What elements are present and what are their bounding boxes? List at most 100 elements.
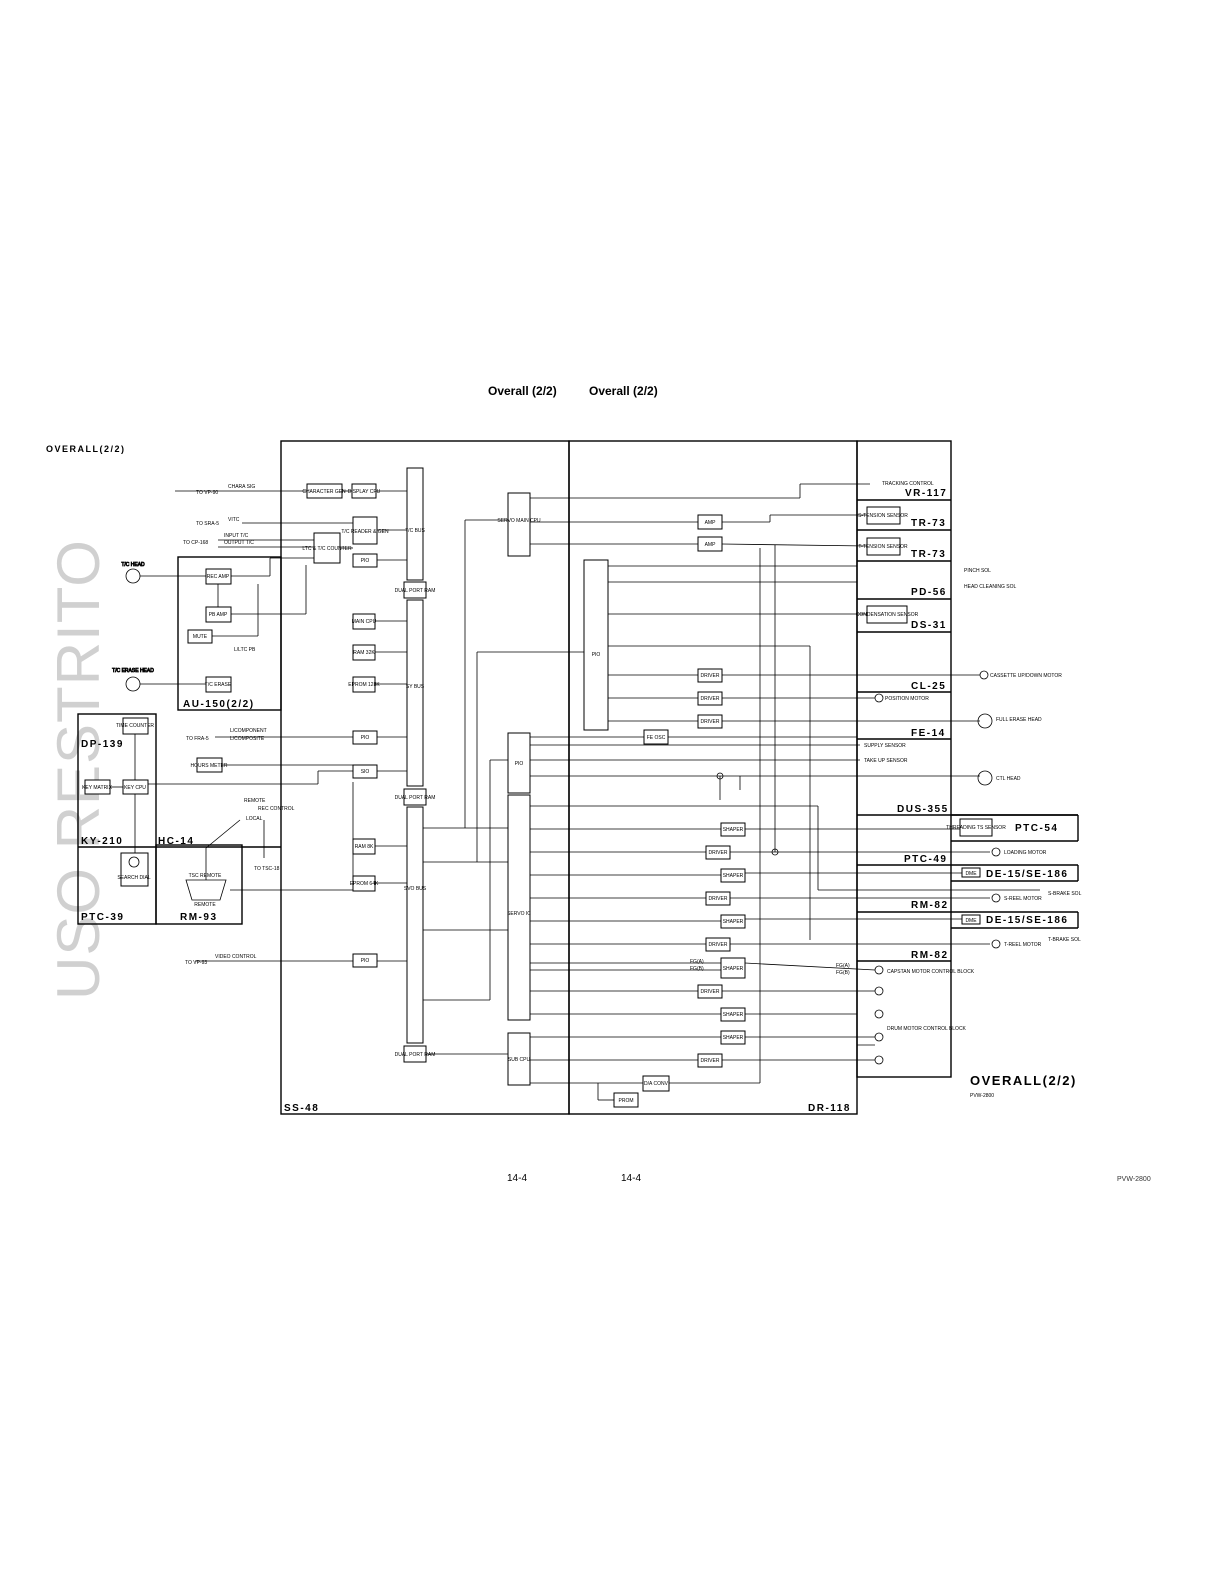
svg-text:S-BRAKE SOL: S-BRAKE SOL bbox=[1048, 891, 1082, 897]
driver-blocks: DRIVER DRIVER DRIVER DRIVER DRIVER DRIVE… bbox=[697, 668, 731, 1068]
svg-text:DRIVER: DRIVER bbox=[701, 696, 720, 702]
svg-text:HEAD CLEANING SOL: HEAD CLEANING SOL bbox=[964, 584, 1016, 590]
tc-head-icon bbox=[125, 568, 141, 584]
svg-text:REC AMP: REC AMP bbox=[207, 574, 230, 580]
svg-text:PIO: PIO bbox=[361, 558, 370, 564]
svg-text:SIO: SIO bbox=[361, 769, 370, 775]
shaper-block bbox=[720, 1030, 746, 1045]
da-conv-block bbox=[642, 1075, 670, 1092]
board-tr73a: TR-73 bbox=[911, 518, 946, 529]
svg-text:POSITION MOTOR: POSITION MOTOR bbox=[885, 696, 929, 702]
svg-text:PINCH SOL: PINCH SOL bbox=[964, 568, 991, 574]
mute-block bbox=[187, 629, 213, 644]
svg-text:PB AMP: PB AMP bbox=[209, 612, 228, 618]
sio-block bbox=[352, 764, 378, 779]
rec-amp-block bbox=[205, 568, 232, 585]
svg-text:T-TENSION SENSOR: T-TENSION SENSOR bbox=[858, 544, 908, 550]
eprom128-block bbox=[352, 676, 376, 693]
svg-text:T-BRAKE SOL: T-BRAKE SOL bbox=[1048, 937, 1081, 943]
driver-block bbox=[705, 845, 731, 860]
svg-text:FG(A): FG(A) bbox=[690, 959, 704, 965]
svg-text:DISPLAY CPU: DISPLAY CPU bbox=[348, 489, 381, 495]
footer-left: 14-4 bbox=[507, 1173, 528, 1184]
driver-block bbox=[705, 891, 731, 906]
full-erase-head-icon bbox=[977, 713, 993, 729]
pio-block-4 bbox=[507, 732, 531, 794]
head-symbols: T/C HEAD T/C ERASE HEAD bbox=[112, 562, 1001, 1065]
board-ds31: DS-31 bbox=[911, 620, 947, 631]
capstan-motor-icon bbox=[874, 986, 884, 996]
page-header-left: Overall (2/2) bbox=[488, 384, 557, 398]
servo-ic-block bbox=[507, 794, 531, 1021]
svg-text:TO VP-93: TO VP-93 bbox=[185, 960, 207, 966]
svg-text:RAM 8K: RAM 8K bbox=[355, 844, 374, 850]
svg-text:VIDEO CONTROL: VIDEO CONTROL bbox=[215, 954, 257, 960]
svg-text:AMP: AMP bbox=[705, 542, 717, 548]
board-ky210: KY-210 bbox=[81, 836, 123, 847]
svg-text:PROM: PROM bbox=[619, 1098, 634, 1104]
s-reel-motor-icon bbox=[991, 893, 1001, 903]
board-dus355: DUS-355 bbox=[897, 804, 949, 815]
svg-text:DRIVER: DRIVER bbox=[709, 850, 728, 856]
svg-text:D/A CONV: D/A CONV bbox=[644, 1081, 669, 1087]
svg-text:S-TENSION SENSOR: S-TENSION SENSOR bbox=[858, 513, 908, 519]
svg-text:SHAPER: SHAPER bbox=[723, 827, 744, 833]
svg-text:T/C ERASE: T/C ERASE bbox=[205, 682, 232, 688]
t-reel-motor-icon bbox=[991, 939, 1001, 949]
board-vr117: VR-117 bbox=[905, 488, 947, 499]
svg-text:CHARA SIG: CHARA SIG bbox=[228, 484, 255, 490]
svg-text:SHAPER: SHAPER bbox=[723, 873, 744, 879]
svg-text:REC CONTROL: REC CONTROL bbox=[258, 806, 295, 812]
svg-text:PIO: PIO bbox=[592, 652, 601, 658]
svg-text:SERVO MAIN CPU: SERVO MAIN CPU bbox=[497, 518, 541, 524]
svg-text:DUAL PORT RAM: DUAL PORT RAM bbox=[395, 795, 436, 801]
svg-text:DME: DME bbox=[965, 918, 977, 924]
board-cl25: CL-25 bbox=[911, 681, 946, 692]
svg-text:DRUM MOTOR CONTROL BLOCK: DRUM MOTOR CONTROL BLOCK bbox=[887, 1026, 967, 1032]
svg-text:T/C ERASE HEAD: T/C ERASE HEAD bbox=[112, 668, 154, 674]
svg-text:LOADING MOTOR: LOADING MOTOR bbox=[1004, 850, 1047, 856]
search-dial-icon bbox=[128, 856, 140, 868]
svg-text:MAIN CPU: MAIN CPU bbox=[352, 619, 377, 625]
svg-text:PIO: PIO bbox=[515, 761, 524, 767]
svg-text:FG(B): FG(B) bbox=[836, 970, 850, 976]
svg-text:AMP: AMP bbox=[705, 520, 717, 526]
board-de15b: DE-15/SE-186 bbox=[986, 915, 1068, 926]
sub-cpu-block bbox=[507, 1032, 531, 1086]
svg-text:L/COMPONENT: L/COMPONENT bbox=[230, 728, 267, 734]
svg-text:FG(A): FG(A) bbox=[836, 963, 850, 969]
pio-block-2 bbox=[352, 730, 378, 745]
svg-text:THREADING TS SENSOR: THREADING TS SENSOR bbox=[946, 825, 1006, 831]
svg-text:HOURS METER: HOURS METER bbox=[191, 763, 228, 769]
svg-text:CONDENSATION SENSOR: CONDENSATION SENSOR bbox=[856, 612, 919, 618]
board-rm82a: RM-82 bbox=[911, 900, 949, 911]
svg-text:SHAPER: SHAPER bbox=[723, 919, 744, 925]
time-counter-block bbox=[122, 717, 149, 735]
svg-text:TIME COUNTER: TIME COUNTER bbox=[116, 723, 154, 729]
junction-icon bbox=[771, 848, 779, 856]
shaper-block bbox=[720, 914, 746, 929]
svg-text:CTL HEAD: CTL HEAD bbox=[996, 776, 1021, 782]
board-de15a: DE-15/SE-186 bbox=[986, 869, 1068, 880]
driver-block bbox=[697, 691, 723, 706]
right-boards-frame bbox=[856, 440, 952, 1078]
shaper-block bbox=[720, 1007, 746, 1022]
t-tension-sensor bbox=[866, 537, 901, 556]
dual-ram-1 bbox=[403, 581, 427, 599]
shaper-block bbox=[720, 822, 746, 837]
board-rm82b: RM-82 bbox=[911, 950, 949, 961]
overall-model: PVW-2800 bbox=[970, 1093, 994, 1099]
dp-ky-ptc-frame bbox=[77, 713, 157, 925]
ltc-block bbox=[313, 532, 341, 564]
svg-text:CAPSTAN MOTOR CONTROL BLOCK: CAPSTAN MOTOR CONTROL BLOCK bbox=[887, 969, 975, 975]
board-au150: AU-150(2/2) bbox=[183, 699, 255, 710]
svg-text:T/C HEAD: T/C HEAD bbox=[121, 562, 145, 568]
svg-text:MUTE: MUTE bbox=[193, 634, 208, 640]
tc-bus bbox=[406, 467, 424, 581]
driver-block bbox=[697, 714, 723, 729]
ctl-head-icon bbox=[977, 770, 993, 786]
svg-text:TRACKING CONTROL: TRACKING CONTROL bbox=[882, 481, 934, 487]
board-ss48: SS-48 bbox=[284, 1103, 319, 1114]
svg-text:EPROM 64K: EPROM 64K bbox=[350, 881, 379, 887]
page-header-right: Overall (2/2) bbox=[589, 384, 658, 398]
